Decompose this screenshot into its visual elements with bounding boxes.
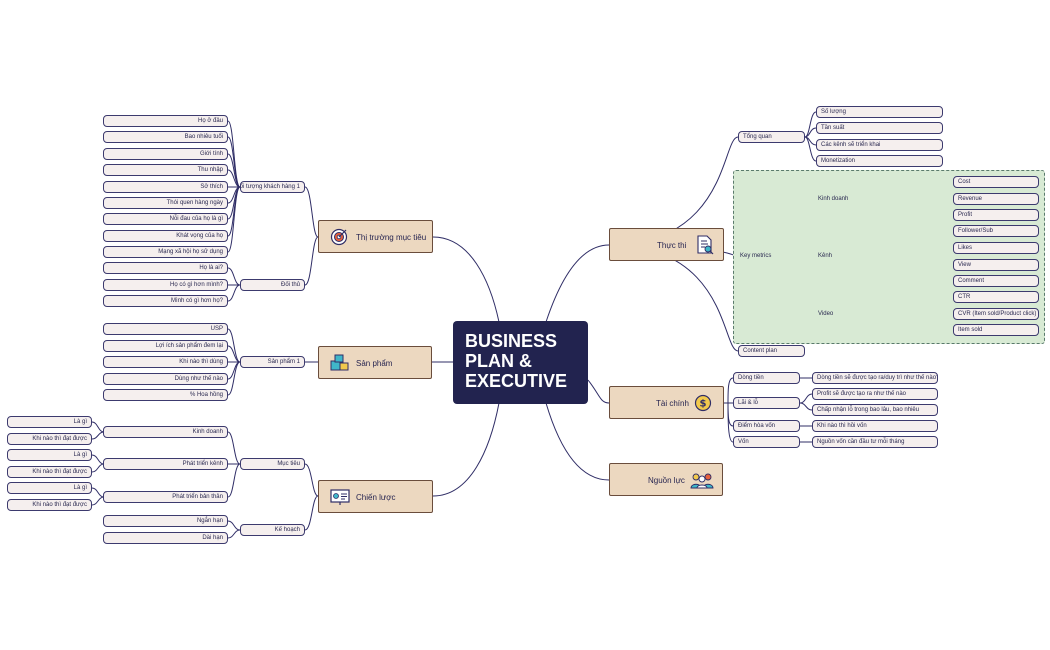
overview-node[interactable]: Tổng quan: [738, 131, 805, 143]
goal-detail-item[interactable]: Là gì: [7, 482, 92, 494]
customer-item[interactable]: Họ ở đâu: [103, 115, 228, 127]
topic-strategy[interactable]: Chiến lược: [318, 480, 433, 513]
coin-icon: $: [694, 394, 712, 412]
topic-target-market-label: Thị trường mục tiêu: [356, 233, 427, 242]
goal-node[interactable]: Mục tiêu: [240, 458, 305, 470]
target-icon: [330, 228, 348, 246]
product-item[interactable]: USP: [103, 323, 228, 335]
central-topic[interactable]: BUSINESS PLAN & EXECUTIVE: [453, 321, 588, 404]
metric-item[interactable]: Item sold: [953, 324, 1039, 336]
metric-item[interactable]: View: [953, 259, 1039, 271]
metric-item[interactable]: Likes: [953, 242, 1039, 254]
metric-item[interactable]: CVR (Item sold/Product click): [953, 308, 1039, 320]
team-icon: [690, 473, 714, 489]
topic-product-label: Sản phẩm: [356, 359, 393, 368]
goal-group-node[interactable]: Kinh doanh: [103, 426, 228, 438]
key-metrics-node[interactable]: Key metrics: [740, 253, 772, 259]
product-item[interactable]: Lợi ích sản phẩm đem lại: [103, 340, 228, 352]
customer-item[interactable]: Nỗi đau của họ là gì: [103, 213, 228, 225]
overview-item[interactable]: Tần suất: [816, 122, 943, 134]
pnl-node[interactable]: Lãi & lỗ: [733, 397, 800, 409]
goal-detail-item[interactable]: Khi nào thì đạt được: [7, 433, 92, 445]
document-search-icon: [697, 235, 714, 255]
metric-item[interactable]: CTR: [953, 291, 1039, 303]
overview-item[interactable]: Monetization: [816, 155, 943, 167]
capital-node[interactable]: Vốn: [733, 436, 800, 448]
topic-resources[interactable]: Nguồn lực: [609, 463, 723, 496]
topic-strategy-label: Chiến lược: [356, 493, 396, 502]
customer-item[interactable]: Bao nhiêu tuổi: [103, 131, 228, 143]
customer-item[interactable]: Mạng xã hội họ sử dụng: [103, 246, 228, 258]
topic-finance-label: Tài chính: [656, 399, 689, 408]
central-topic-line-3: EXECUTIVE: [465, 371, 568, 391]
plan-node[interactable]: Kế hoạch: [240, 524, 305, 536]
topic-execution[interactable]: Thực thi: [609, 228, 724, 261]
finance-item[interactable]: Chấp nhận lỗ trong bao lâu, bao nhiêu: [812, 404, 938, 416]
breakeven-node[interactable]: Điểm hòa vốn: [733, 420, 800, 432]
topic-execution-label: Thực thi: [657, 241, 687, 250]
goal-group-node[interactable]: Phát triển kênh: [103, 458, 228, 470]
customer-item[interactable]: Sở thích: [103, 181, 228, 193]
competitor-node[interactable]: Đối thủ: [240, 279, 305, 291]
metric-item[interactable]: Revenue: [953, 193, 1039, 205]
customer-item[interactable]: Thu nhập: [103, 164, 228, 176]
finance-item[interactable]: Khi nào thì hồi vốn: [812, 420, 938, 432]
customer-segment-node[interactable]: Đối tượng khách hàng 1: [240, 181, 305, 193]
topic-finance[interactable]: Tài chính $: [609, 386, 724, 419]
customer-item[interactable]: Thói quen hàng ngày: [103, 197, 228, 209]
product-item[interactable]: Dùng như thế nào: [103, 373, 228, 385]
metric-item[interactable]: Profit: [953, 209, 1039, 221]
finance-item[interactable]: Profit sẽ được tạo ra như thế nào: [812, 388, 938, 400]
customer-item[interactable]: Khát vọng của họ: [103, 230, 228, 242]
overview-item[interactable]: Số lượng: [816, 106, 943, 118]
goal-detail-item[interactable]: Là gì: [7, 449, 92, 461]
metric-item[interactable]: Comment: [953, 275, 1039, 287]
finance-item[interactable]: Nguồn vốn cần đầu tư mỗi tháng: [812, 436, 938, 448]
product-1-node[interactable]: Sản phẩm 1: [240, 356, 305, 368]
competitor-item[interactable]: Họ có gì hơn mình?: [103, 279, 228, 291]
topic-product[interactable]: Sản phẩm: [318, 346, 432, 379]
svg-text:$: $: [700, 399, 707, 410]
topic-resources-label: Nguồn lực: [648, 476, 685, 485]
metric-business-node[interactable]: Kinh doanh: [818, 196, 849, 202]
product-item[interactable]: Khi nào thì dùng: [103, 356, 228, 368]
metric-channel-node[interactable]: Kênh: [818, 253, 833, 259]
overview-item[interactable]: Các kênh sẽ triển khai: [816, 139, 943, 151]
customer-item[interactable]: Giới tính: [103, 148, 228, 160]
metric-item[interactable]: Cost: [953, 176, 1039, 188]
product-item[interactable]: % Hoa hồng: [103, 389, 228, 401]
competitor-item[interactable]: Họ là ai?: [103, 262, 228, 274]
central-topic-line-1: BUSINESS: [465, 331, 558, 351]
plan-item[interactable]: Dài hạn: [103, 532, 228, 544]
goal-detail-item[interactable]: Khi nào thì đạt được: [7, 499, 92, 511]
finance-item[interactable]: Dòng tiền sẽ được tạo ra/duy trì như thế…: [812, 372, 938, 384]
plan-item[interactable]: Ngắn hạn: [103, 515, 228, 527]
presentation-board-icon: [330, 489, 350, 505]
metric-item[interactable]: Follower/Sub: [953, 225, 1039, 237]
metric-video-node[interactable]: Video: [818, 311, 834, 317]
content-plan-node[interactable]: Content plan: [738, 345, 805, 357]
topic-target-market[interactable]: Thị trường mục tiêu: [318, 220, 433, 253]
competitor-item[interactable]: Mình có gì hơn họ?: [103, 295, 228, 307]
cashflow-node[interactable]: Dòng tiền: [733, 372, 800, 384]
boxes-icon: [330, 354, 349, 371]
goal-group-node[interactable]: Phát triển bản thân: [103, 491, 228, 503]
goal-detail-item[interactable]: Là gì: [7, 416, 92, 428]
central-topic-line-2: PLAN &: [465, 351, 532, 371]
goal-detail-item[interactable]: Khi nào thì đạt được: [7, 466, 92, 478]
